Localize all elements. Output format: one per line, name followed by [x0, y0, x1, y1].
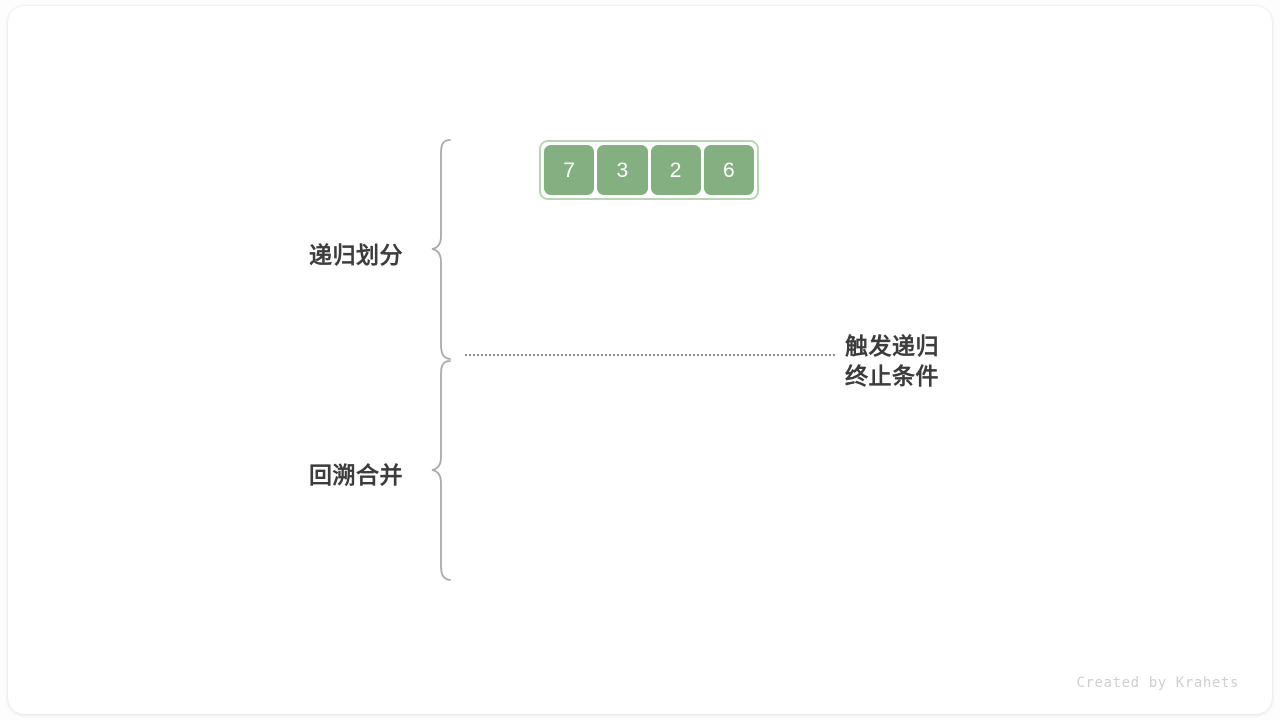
dotted-divider-line — [465, 354, 835, 356]
section-label-backtrack-merge: 回溯合并 — [309, 462, 403, 488]
array-cell: 2 — [650, 145, 701, 195]
annotation-recursion-termination: 触发递归 终止条件 — [845, 331, 939, 391]
array-cell: 3 — [597, 145, 648, 195]
brace-recursive-partition-icon — [430, 138, 456, 362]
white-card-panel — [8, 6, 1272, 714]
brace-backtrack-merge-icon — [430, 359, 456, 583]
credit-text: Created by Krahets — [1076, 675, 1239, 691]
array-cell: 7 — [544, 145, 595, 195]
array-container: 7 3 2 6 — [539, 140, 759, 200]
annotation-line-1: 触发递归 — [845, 333, 939, 359]
array-cell: 6 — [703, 145, 754, 195]
annotation-line-2: 终止条件 — [845, 363, 939, 389]
section-label-recursive-partition: 递归划分 — [309, 242, 403, 268]
